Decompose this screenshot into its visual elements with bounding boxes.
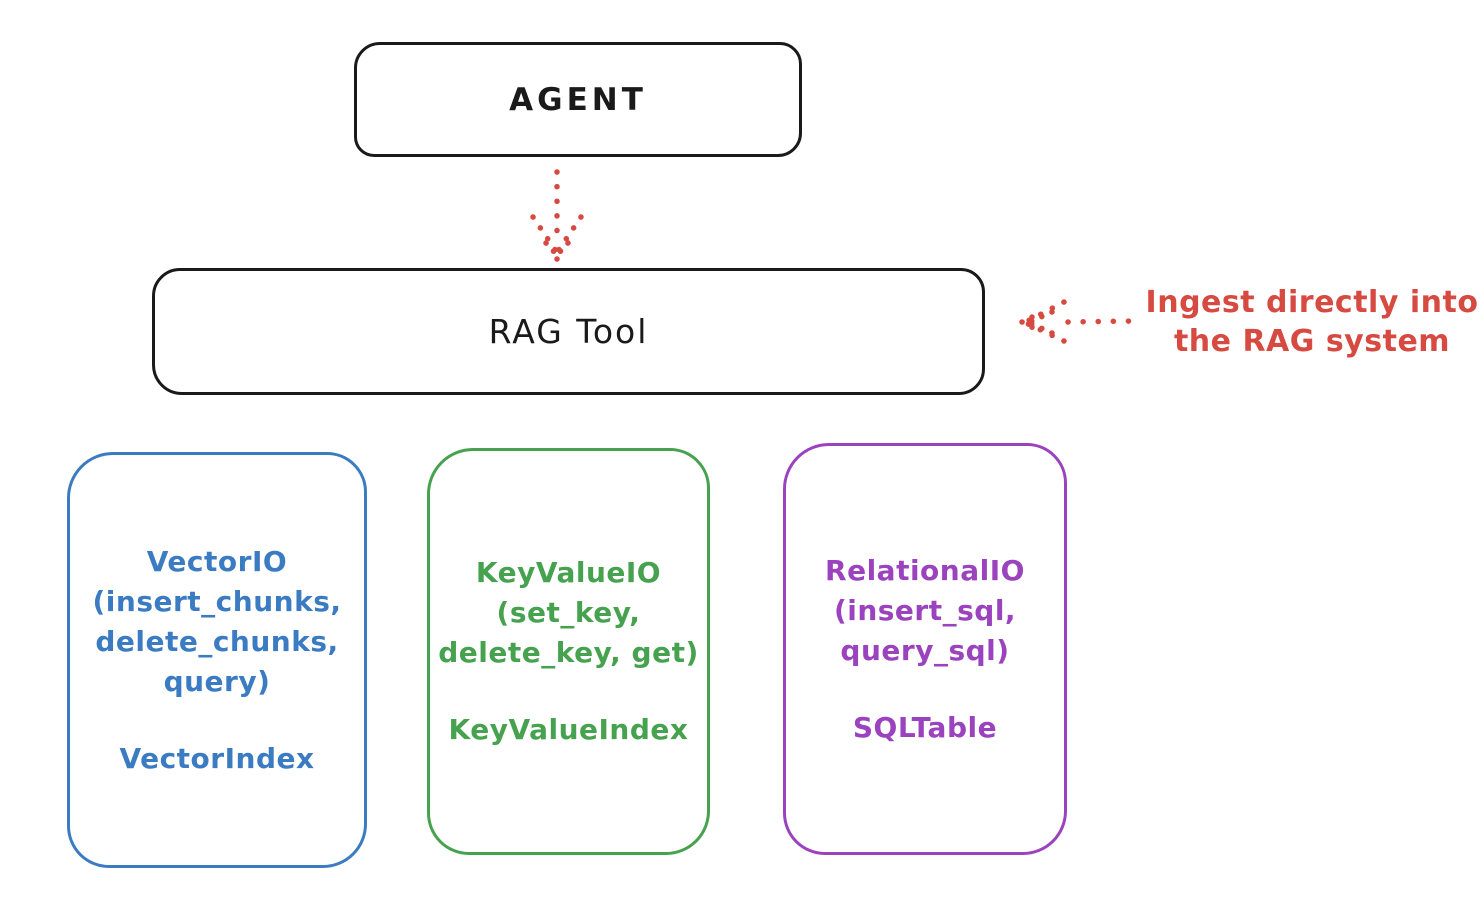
vector-io-line: VectorIO <box>146 544 288 578</box>
agent-node: AGENT <box>354 42 802 157</box>
keyvalue-io-line: delete_key, get) <box>438 636 699 669</box>
ingest-annotation-line2: the RAG system <box>1173 324 1451 359</box>
vector-io-line: query) <box>163 664 271 698</box>
keyvalue-io-line: (set_key, <box>496 596 641 629</box>
vector-io-line: delete_chunks, <box>95 624 339 658</box>
rag-tool-label: RAG Tool <box>488 312 649 351</box>
relational-io-box: RelationalIO (insert_sql, query_sql) SQL… <box>783 443 1067 855</box>
ingest-arrow <box>1019 299 1136 344</box>
vector-index-label: VectorIndex <box>119 741 315 775</box>
rag-tool-node: RAG Tool <box>152 268 985 395</box>
relational-io-line: RelationalIO <box>825 553 1025 587</box>
keyvalue-io-line: KeyValueIO <box>475 556 662 589</box>
relational-io-line: query_sql) <box>840 633 1010 667</box>
agent-to-rag-arrow <box>530 169 584 262</box>
ingest-annotation-line1: Ingest directly into <box>1145 285 1479 320</box>
agent-label: AGENT <box>509 81 647 118</box>
keyvalue-index-label: KeyValueIndex <box>448 713 689 746</box>
vector-io-line: (insert_chunks, <box>92 584 342 618</box>
sql-table-label: SQLTable <box>852 710 998 744</box>
vector-io-box: VectorIO (insert_chunks, delete_chunks, … <box>67 452 367 868</box>
ingest-annotation: Ingest directly into the RAG system <box>1140 283 1484 361</box>
relational-io-line: (insert_sql, <box>833 593 1017 627</box>
keyvalue-io-box: KeyValueIO (set_key, delete_key, get) Ke… <box>427 448 710 855</box>
